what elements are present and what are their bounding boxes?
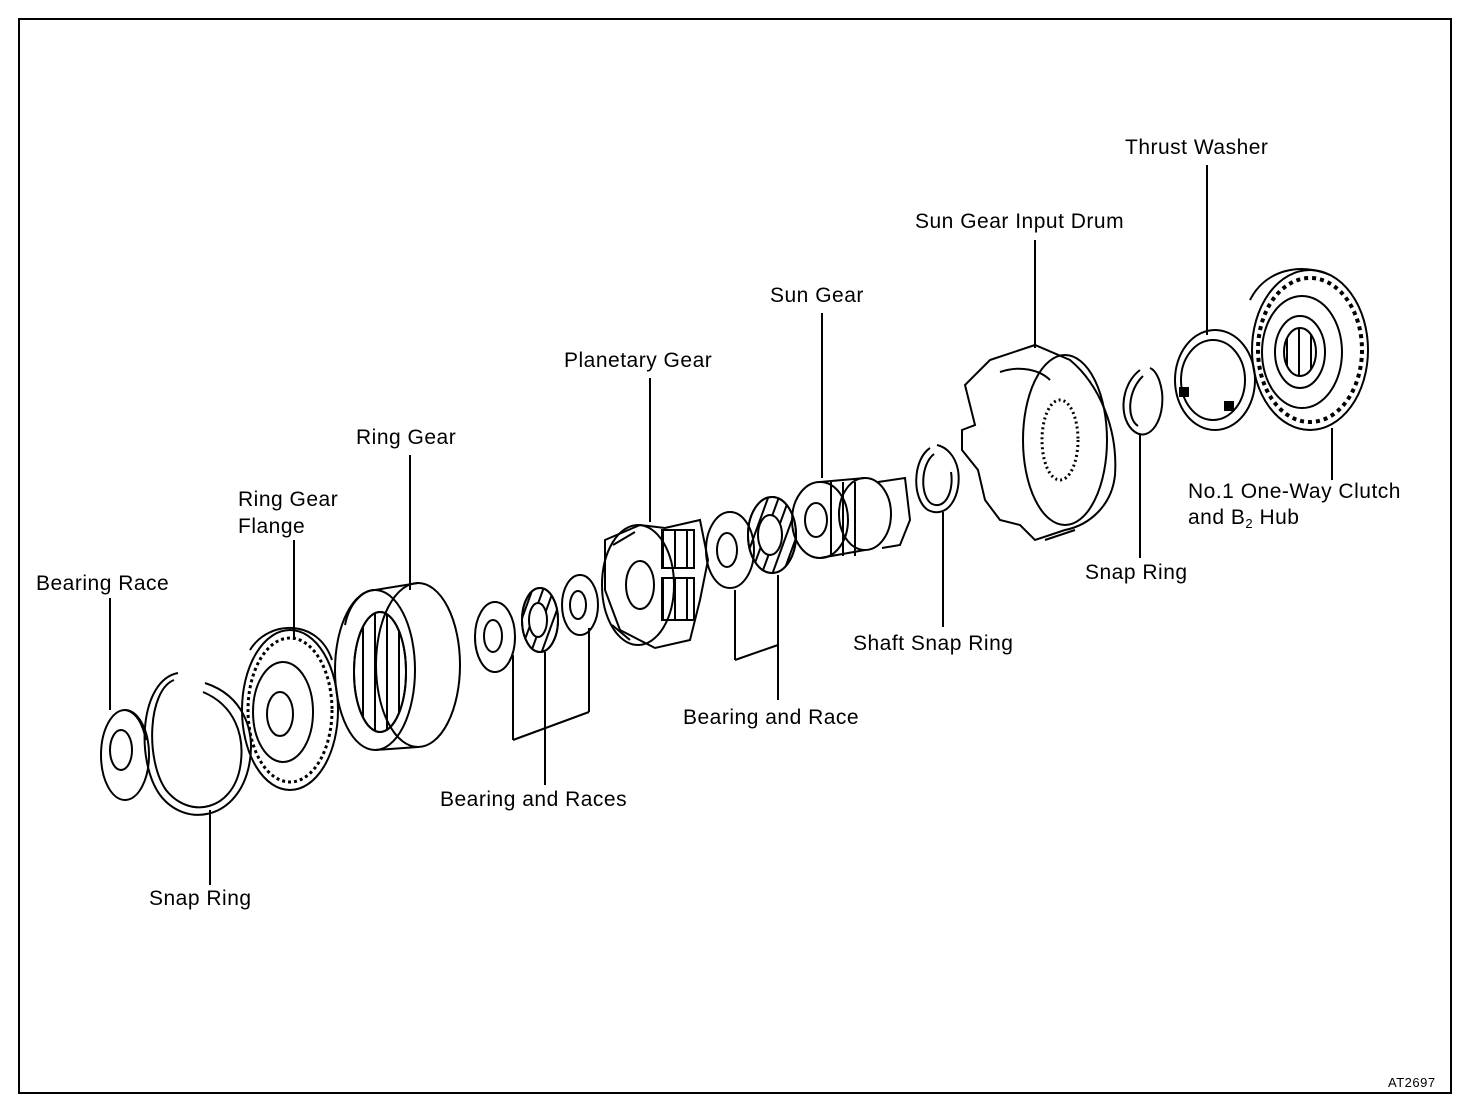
label-thrust-washer: Thrust Washer [1125,136,1269,159]
thrust-washer-part [1174,329,1256,431]
label-one-way-clutch-line2: and B2 Hub [1188,505,1299,537]
label-one-way-clutch-hub: Hub [1253,506,1300,529]
bearing-and-races-parts [474,574,599,673]
label-one-way-clutch-and-b: and B [1188,506,1246,529]
label-bearing-race: Bearing Race [36,572,170,595]
leader-bearing-and-races [512,628,590,785]
label-sun-gear: Sun Gear [770,284,864,307]
label-snap-ring-right: Snap Ring [1085,561,1188,584]
label-one-way-clutch-line1: No.1 One-Way Clutch [1188,480,1401,503]
label-bearing-and-race: Bearing and Race [683,706,860,729]
one-way-clutch-part [1249,268,1369,431]
sun-gear-input-drum-part [961,343,1117,542]
label-planetary-gear: Planetary Gear [564,349,713,372]
ring-gear-part [334,582,461,751]
label-one-way-clutch-subscript: 2 [1245,516,1254,531]
diagram-frame [18,18,1452,1094]
sun-gear-part [791,476,912,559]
snap-ring-left-part [143,672,252,816]
label-bearing-and-races: Bearing and Races [440,788,628,811]
label-ring-gear: Ring Gear [356,426,457,449]
bearing-and-race-parts [705,496,797,589]
label-shaft-snap-ring: Shaft Snap Ring [853,632,1014,655]
planetary-gear-part [601,518,710,650]
shaft-snap-ring-part [915,444,960,514]
label-sun-gear-input-drum: Sun Gear Input Drum [915,210,1125,233]
label-ring-gear-flange-line1: Ring Gear [238,488,339,511]
leader-bearing-and-race [734,575,779,700]
bearing-race-part [100,709,150,801]
ring-gear-flange-part [241,627,339,791]
label-ring-gear-flange-line2: Flange [238,515,306,538]
label-snap-ring-left: Snap Ring [149,887,252,910]
snap-ring-right-part [1122,367,1164,436]
figure-code: AT2697 [1388,1075,1436,1090]
